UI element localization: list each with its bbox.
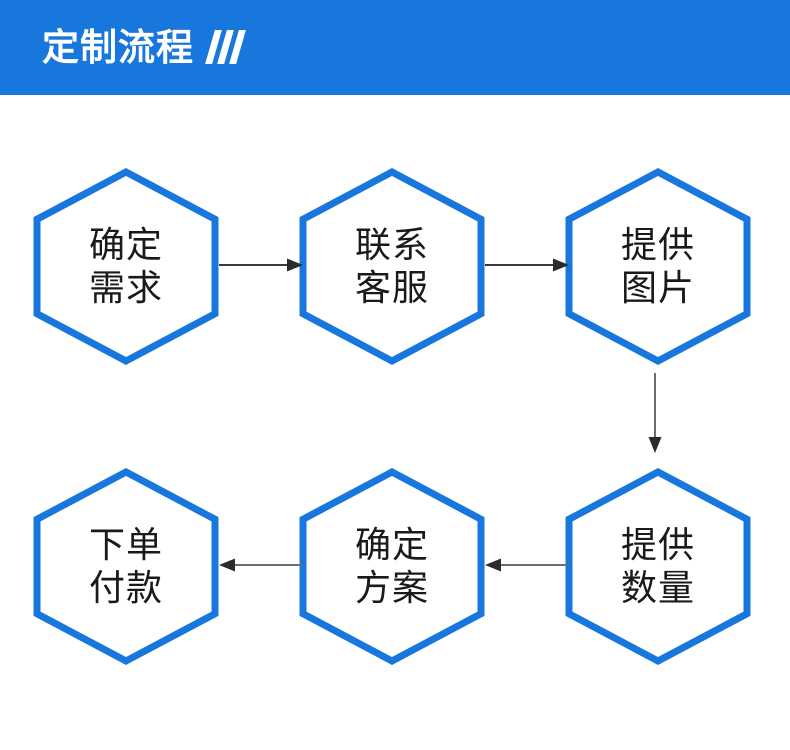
flow-node-confirm-plan[interactable]: 确定 方案 [299,468,485,665]
header-bar: 定制流程 [0,0,790,95]
flow-node-provide-images[interactable]: 提供 图片 [565,168,751,365]
hexagon-shape-icon [565,168,751,365]
hexagon-shape-icon [33,468,219,665]
arrow-down-icon-step3-to-step4 [645,373,665,453]
arrow-right-icon-step1-to-step2 [219,255,303,275]
hexagon-shape-icon [33,168,219,365]
hexagon-shape-icon [299,168,485,365]
flow-node-provide-quantity[interactable]: 提供 数量 [565,468,751,665]
arrow-left-icon-step5-to-step6 [219,555,303,575]
arrow-right-icon-step2-to-step3 [485,255,569,275]
header-title-group: 定制流程 [42,0,246,95]
flow-node-confirm-requirement[interactable]: 确定 需求 [33,168,219,365]
hexagon-shape-icon [299,468,485,665]
flow-node-place-order-pay[interactable]: 下单 付款 [33,468,219,665]
arrow-left-icon-step4-to-step5 [485,555,569,575]
triple-slash-icon [205,29,246,66]
flow-node-contact-support[interactable]: 联系 客服 [299,168,485,365]
page-title: 定制流程 [42,27,194,68]
hexagon-shape-icon [565,468,751,665]
customization-flow-diagram: 确定 需求 联系 客服 提供 图片 提供 数量 [0,95,790,750]
